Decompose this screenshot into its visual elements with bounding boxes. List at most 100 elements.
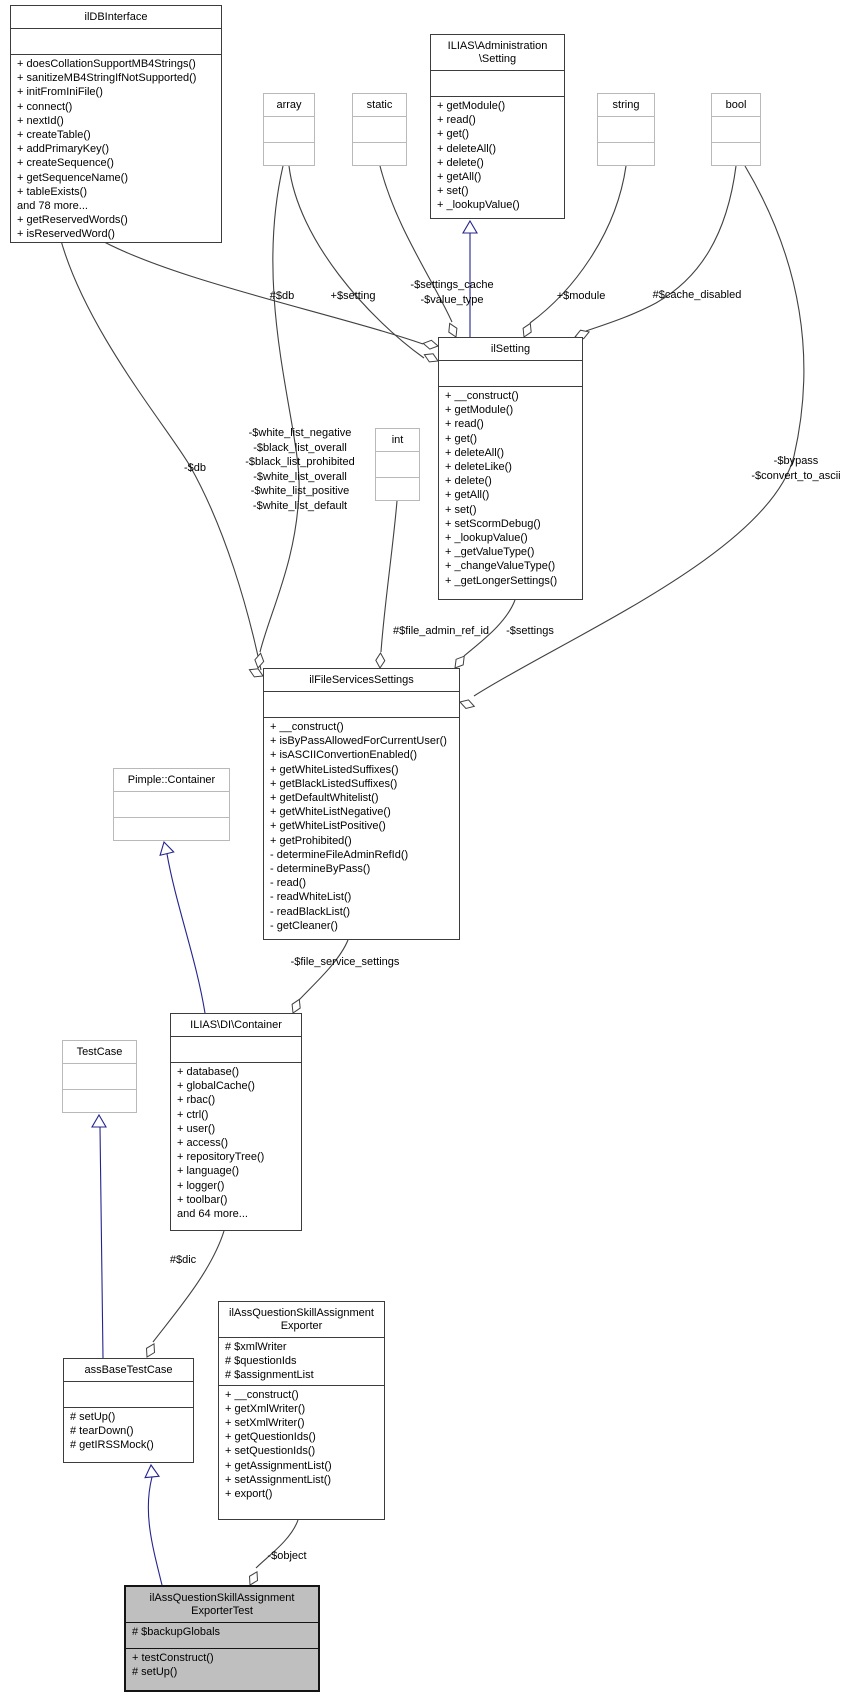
edge-inheritance-assbase-testcase: [99, 1126, 104, 1359]
member-line: + deleteAll(): [445, 446, 505, 459]
class-title: ilSetting: [439, 338, 582, 361]
class-methods: [353, 143, 406, 165]
aggregation-diamond-module: [522, 322, 532, 338]
member-line: + logger(): [177, 1179, 225, 1192]
member-line: # $questionIds: [225, 1355, 297, 1368]
inheritance-arrow-exportertest-to-assbase: [144, 1463, 160, 1479]
class-ilassquestionskillassignmentexportertest: ilAssQuestionSkillAssignment ExporterTes…: [124, 1585, 320, 1692]
aggregation-diamond-object: [248, 1570, 259, 1586]
member-line: + getBlackListedSuffixes(): [270, 777, 398, 790]
class-string[interactable]: string: [597, 93, 655, 166]
class-ilias-administration-setting[interactable]: ILIAS\Administration \Setting + getModul…: [430, 34, 565, 219]
member-line: + isASCIIConvertionEnabled(): [270, 749, 418, 762]
member-line: + getWhiteListPositive(): [270, 820, 386, 833]
edge-label-setting: +$setting: [330, 290, 376, 302]
class-assbasetestcase[interactable]: assBaseTestCase # setUp()# tearDown()# g…: [63, 1358, 194, 1463]
class-methods: + __construct()+ isByPassAllowedForCurre…: [264, 718, 459, 939]
class-array[interactable]: array: [263, 93, 315, 166]
member-line: + get(): [445, 432, 478, 445]
edge-aggregation-settings: [463, 599, 516, 657]
class-attributes: [439, 361, 582, 387]
class-attributes: [114, 792, 229, 818]
member-line: # setUp(): [70, 1411, 116, 1423]
member-line: + globalCache(): [177, 1080, 255, 1093]
edge-label-module: +$module: [556, 290, 606, 302]
class-title: Pimple::Container: [114, 769, 229, 792]
class-methods: + getModule()+ read()+ get()+ deleteAll(…: [431, 97, 564, 218]
member-line: - getCleaner(): [270, 919, 338, 932]
member-line: + setQuestionIds(): [225, 1445, 316, 1458]
class-methods: + testConstruct()# setUp(): [126, 1649, 318, 1690]
edge-aggregation-file-service-settings: [298, 939, 349, 1001]
class-attributes: [598, 117, 654, 143]
class-static[interactable]: static: [352, 93, 407, 166]
edge-label-bypass: -$bypass-$convert_to_ascii: [751, 454, 840, 483]
aggregation-diamond-white-lists: [254, 652, 265, 669]
member-line: + __construct(): [225, 1388, 299, 1401]
member-line: + setXmlWriter(): [225, 1417, 305, 1430]
member-line: + language(): [177, 1165, 240, 1178]
edge-label-settings: -$settings: [506, 625, 554, 637]
member-line: + repositoryTree(): [177, 1151, 265, 1164]
member-line: + nextId(): [17, 114, 64, 127]
class-methods: + database()+ globalCache()+ rbac()+ ctr…: [171, 1063, 301, 1230]
member-line: and 78 more...: [17, 200, 88, 213]
member-line: + access(): [177, 1137, 229, 1150]
member-line: + addPrimaryKey(): [17, 143, 110, 156]
member-line: + getDefaultWhitelist(): [270, 792, 379, 805]
member-line: + createTable(): [17, 129, 91, 142]
class-bool[interactable]: bool: [711, 93, 761, 166]
member-line: + read(): [445, 418, 484, 431]
member-line: - determineFileAdminRefId(): [270, 848, 409, 861]
member-line: + _getLongerSettings(): [445, 574, 558, 587]
member-line: -$black_list_overall: [253, 441, 347, 454]
class-ildbinterface[interactable]: ilDBInterface + doesCollationSupportMB4S…: [10, 5, 222, 243]
member-line: + doesCollationSupportMB4Strings(): [17, 58, 196, 70]
aggregation-diamond-file-admin-ref-id: [375, 652, 386, 669]
aggregation-diamond-file-service-settings: [291, 998, 301, 1014]
class-title: array: [264, 94, 314, 117]
member-line: - determineByPass(): [270, 863, 371, 876]
member-line: + createSequence(): [17, 157, 114, 170]
member-line: + getAll(): [437, 171, 482, 184]
member-line: + initFromIniFile(): [17, 86, 103, 99]
class-methods: # setUp()# tearDown()# getIRSSMock(): [64, 1408, 193, 1462]
class-ilsetting[interactable]: ilSetting + __construct()+ getModule()+ …: [438, 337, 583, 600]
edge-aggregation-db: [94, 236, 424, 345]
member-line: + deleteLike(): [445, 461, 512, 474]
member-line: -$value_type: [420, 293, 484, 306]
member-line: # $backupGlobals: [132, 1626, 221, 1638]
aggregation-diamond-setting: [423, 353, 439, 363]
class-int[interactable]: int: [375, 428, 420, 501]
member-line: - readBlackList(): [270, 905, 351, 918]
class-methods: [712, 143, 760, 165]
class-testcase[interactable]: TestCase: [62, 1040, 137, 1113]
member-line: + isByPassAllowedForCurrentUser(): [270, 735, 447, 748]
class-methods: [114, 818, 229, 840]
member-line: + rbac(): [177, 1094, 216, 1107]
class-methods: [63, 1090, 136, 1112]
member-line: + getReservedWords(): [17, 214, 128, 227]
edge-inheritance-exportertest-assbase: [147, 1476, 163, 1586]
class-pimple-container[interactable]: Pimple::Container: [113, 768, 230, 841]
edge-label-db: #$db: [269, 290, 295, 302]
member-line: + getAssignmentList(): [225, 1459, 332, 1472]
class-ilfileservicessettings[interactable]: ilFileServicesSettings + __construct()+ …: [263, 668, 460, 940]
class-methods: [376, 478, 419, 500]
class-ilassquestionskillassignmentexporter[interactable]: ilAssQuestionSkillAssignment Exporter # …: [218, 1301, 385, 1520]
class-title: ILIAS\DI\Container: [171, 1014, 301, 1037]
edge-label-object: -$object: [267, 1550, 307, 1562]
aggregation-diamond-db: [422, 339, 439, 350]
member-line: + database(): [177, 1066, 240, 1078]
member-line: -$white_list_positive: [250, 485, 350, 497]
member-line: + setScormDebug(): [445, 517, 541, 530]
member-line: + get(): [437, 128, 470, 141]
class-title: bool: [712, 94, 760, 117]
class-ilias-di-container[interactable]: ILIAS\DI\Container + database() + globalC…: [170, 1013, 302, 1231]
class-methods: + __construct()+ getXmlWriter()+ setXmlW…: [219, 1386, 384, 1519]
member-line: + getModule(): [445, 404, 514, 417]
inheritance-arrow-dicontainer-to-pimple: [159, 840, 175, 857]
member-line: + getQuestionIds(): [225, 1431, 316, 1444]
